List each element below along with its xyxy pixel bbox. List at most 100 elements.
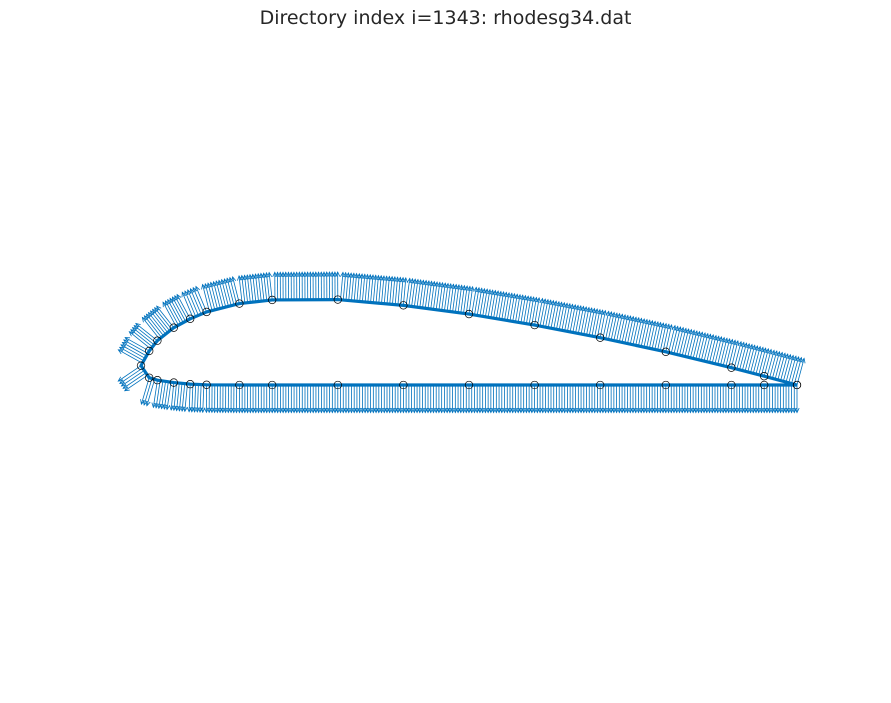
normal-arrow-head	[406, 277, 412, 284]
normal-arrow	[539, 299, 546, 327]
normal-arrow	[194, 384, 197, 412]
normal-arrow	[351, 273, 355, 301]
normal-arrow	[348, 273, 352, 301]
normal-arrow	[509, 293, 515, 322]
normal-arrow	[195, 286, 207, 313]
normal-arrow	[512, 294, 518, 322]
normal-arrow	[342, 272, 347, 301]
normal-arrow-head	[124, 386, 130, 392]
normal-arrow	[706, 334, 714, 362]
normal-arrow	[580, 306, 587, 335]
normal-arrow	[422, 280, 427, 308]
normal-arrow	[266, 272, 270, 301]
normal-arrow	[172, 296, 186, 322]
normal-arrow	[487, 290, 494, 318]
normal-arrow	[635, 318, 642, 346]
normal-arrow-head	[117, 376, 124, 382]
data-point-marker	[333, 380, 342, 390]
normal-arrow	[441, 283, 446, 311]
normal-arrow	[736, 342, 745, 370]
normal-arrow	[739, 343, 747, 370]
normal-arrow	[621, 315, 629, 343]
normal-arrow	[542, 299, 549, 327]
normal-arrow	[238, 275, 243, 304]
normal-arrow-head	[237, 274, 243, 281]
normal-arrow	[255, 274, 259, 302]
normal-arrow	[558, 302, 565, 330]
normal-arrow	[531, 297, 537, 325]
normal-arrow	[465, 286, 471, 314]
normal-arrow-head	[128, 331, 135, 337]
data-point-marker	[399, 380, 408, 390]
normal-arrow	[583, 307, 590, 335]
data-point-marker	[136, 361, 146, 370]
normal-arrow	[772, 351, 780, 379]
normal-arrow	[526, 296, 532, 324]
normal-arrow	[408, 278, 413, 307]
normal-arrow	[124, 374, 148, 392]
airfoil-contour	[139, 297, 798, 387]
normal-arrow-head	[182, 406, 188, 413]
normal-arrow	[246, 274, 251, 303]
normal-arrow	[520, 295, 526, 323]
normal-arrow	[192, 287, 205, 314]
normal-arrow	[263, 273, 268, 301]
normal-arrow	[184, 383, 188, 412]
normal-arrow	[761, 348, 769, 376]
normal-arrow	[643, 320, 651, 348]
data-point-marker	[530, 320, 539, 330]
normal-arrow	[523, 296, 529, 324]
normal-arrow	[148, 312, 166, 335]
normal-arrow	[731, 340, 739, 368]
normal-arrow	[174, 295, 189, 321]
normal-arrow	[430, 281, 435, 310]
normal-arrow	[375, 275, 379, 303]
normal-arrow	[446, 283, 452, 312]
normal-arrow	[184, 290, 197, 317]
normal-arrow	[340, 272, 344, 300]
normal-arrow	[608, 312, 615, 340]
normal-arrow	[684, 329, 692, 357]
normal-arrow	[752, 346, 761, 374]
normal-arrow	[463, 285, 468, 314]
normal-arrow	[204, 283, 213, 311]
normal-arrow	[567, 304, 573, 332]
normal-arrow	[176, 294, 191, 319]
data-point-marker	[153, 336, 162, 345]
normal-arrow	[117, 365, 142, 382]
normal-arrow	[545, 300, 552, 328]
normal-arrow-head	[272, 271, 278, 278]
normal-arrow	[744, 344, 753, 372]
normal-arrow	[627, 316, 634, 344]
data-point-marker	[399, 301, 408, 310]
data-point-marker	[186, 379, 195, 389]
normal-arrow	[394, 277, 399, 305]
normal-arrow-head	[473, 286, 479, 293]
normal-arrow	[755, 347, 764, 375]
normal-arrow	[163, 381, 169, 410]
normal-arrow	[681, 328, 690, 356]
normal-arrow	[654, 322, 662, 350]
normal-arrow	[165, 300, 179, 326]
normal-arrow	[547, 300, 554, 328]
normal-arrow	[733, 341, 742, 369]
normal-arrow	[572, 305, 579, 333]
data-point-marker	[153, 375, 162, 385]
normal-arrow	[119, 346, 144, 362]
normal-arrow	[501, 292, 507, 320]
normal-arrow	[207, 283, 216, 310]
normal-arrow	[146, 379, 156, 406]
normal-arrow	[528, 296, 535, 325]
data-point-marker	[268, 295, 277, 305]
normal-arrow	[178, 383, 183, 411]
normal-arrow	[588, 308, 595, 336]
normal-arrow	[695, 332, 703, 360]
normal-arrow	[188, 384, 191, 412]
normal-arrow	[345, 272, 349, 301]
normal-arrow	[476, 288, 483, 316]
normal-arrow	[534, 297, 540, 326]
normal-arrow	[629, 317, 637, 345]
normal-arrow-head	[200, 407, 206, 414]
normal-arrow	[640, 319, 648, 347]
normal-arrow-head	[671, 324, 677, 331]
